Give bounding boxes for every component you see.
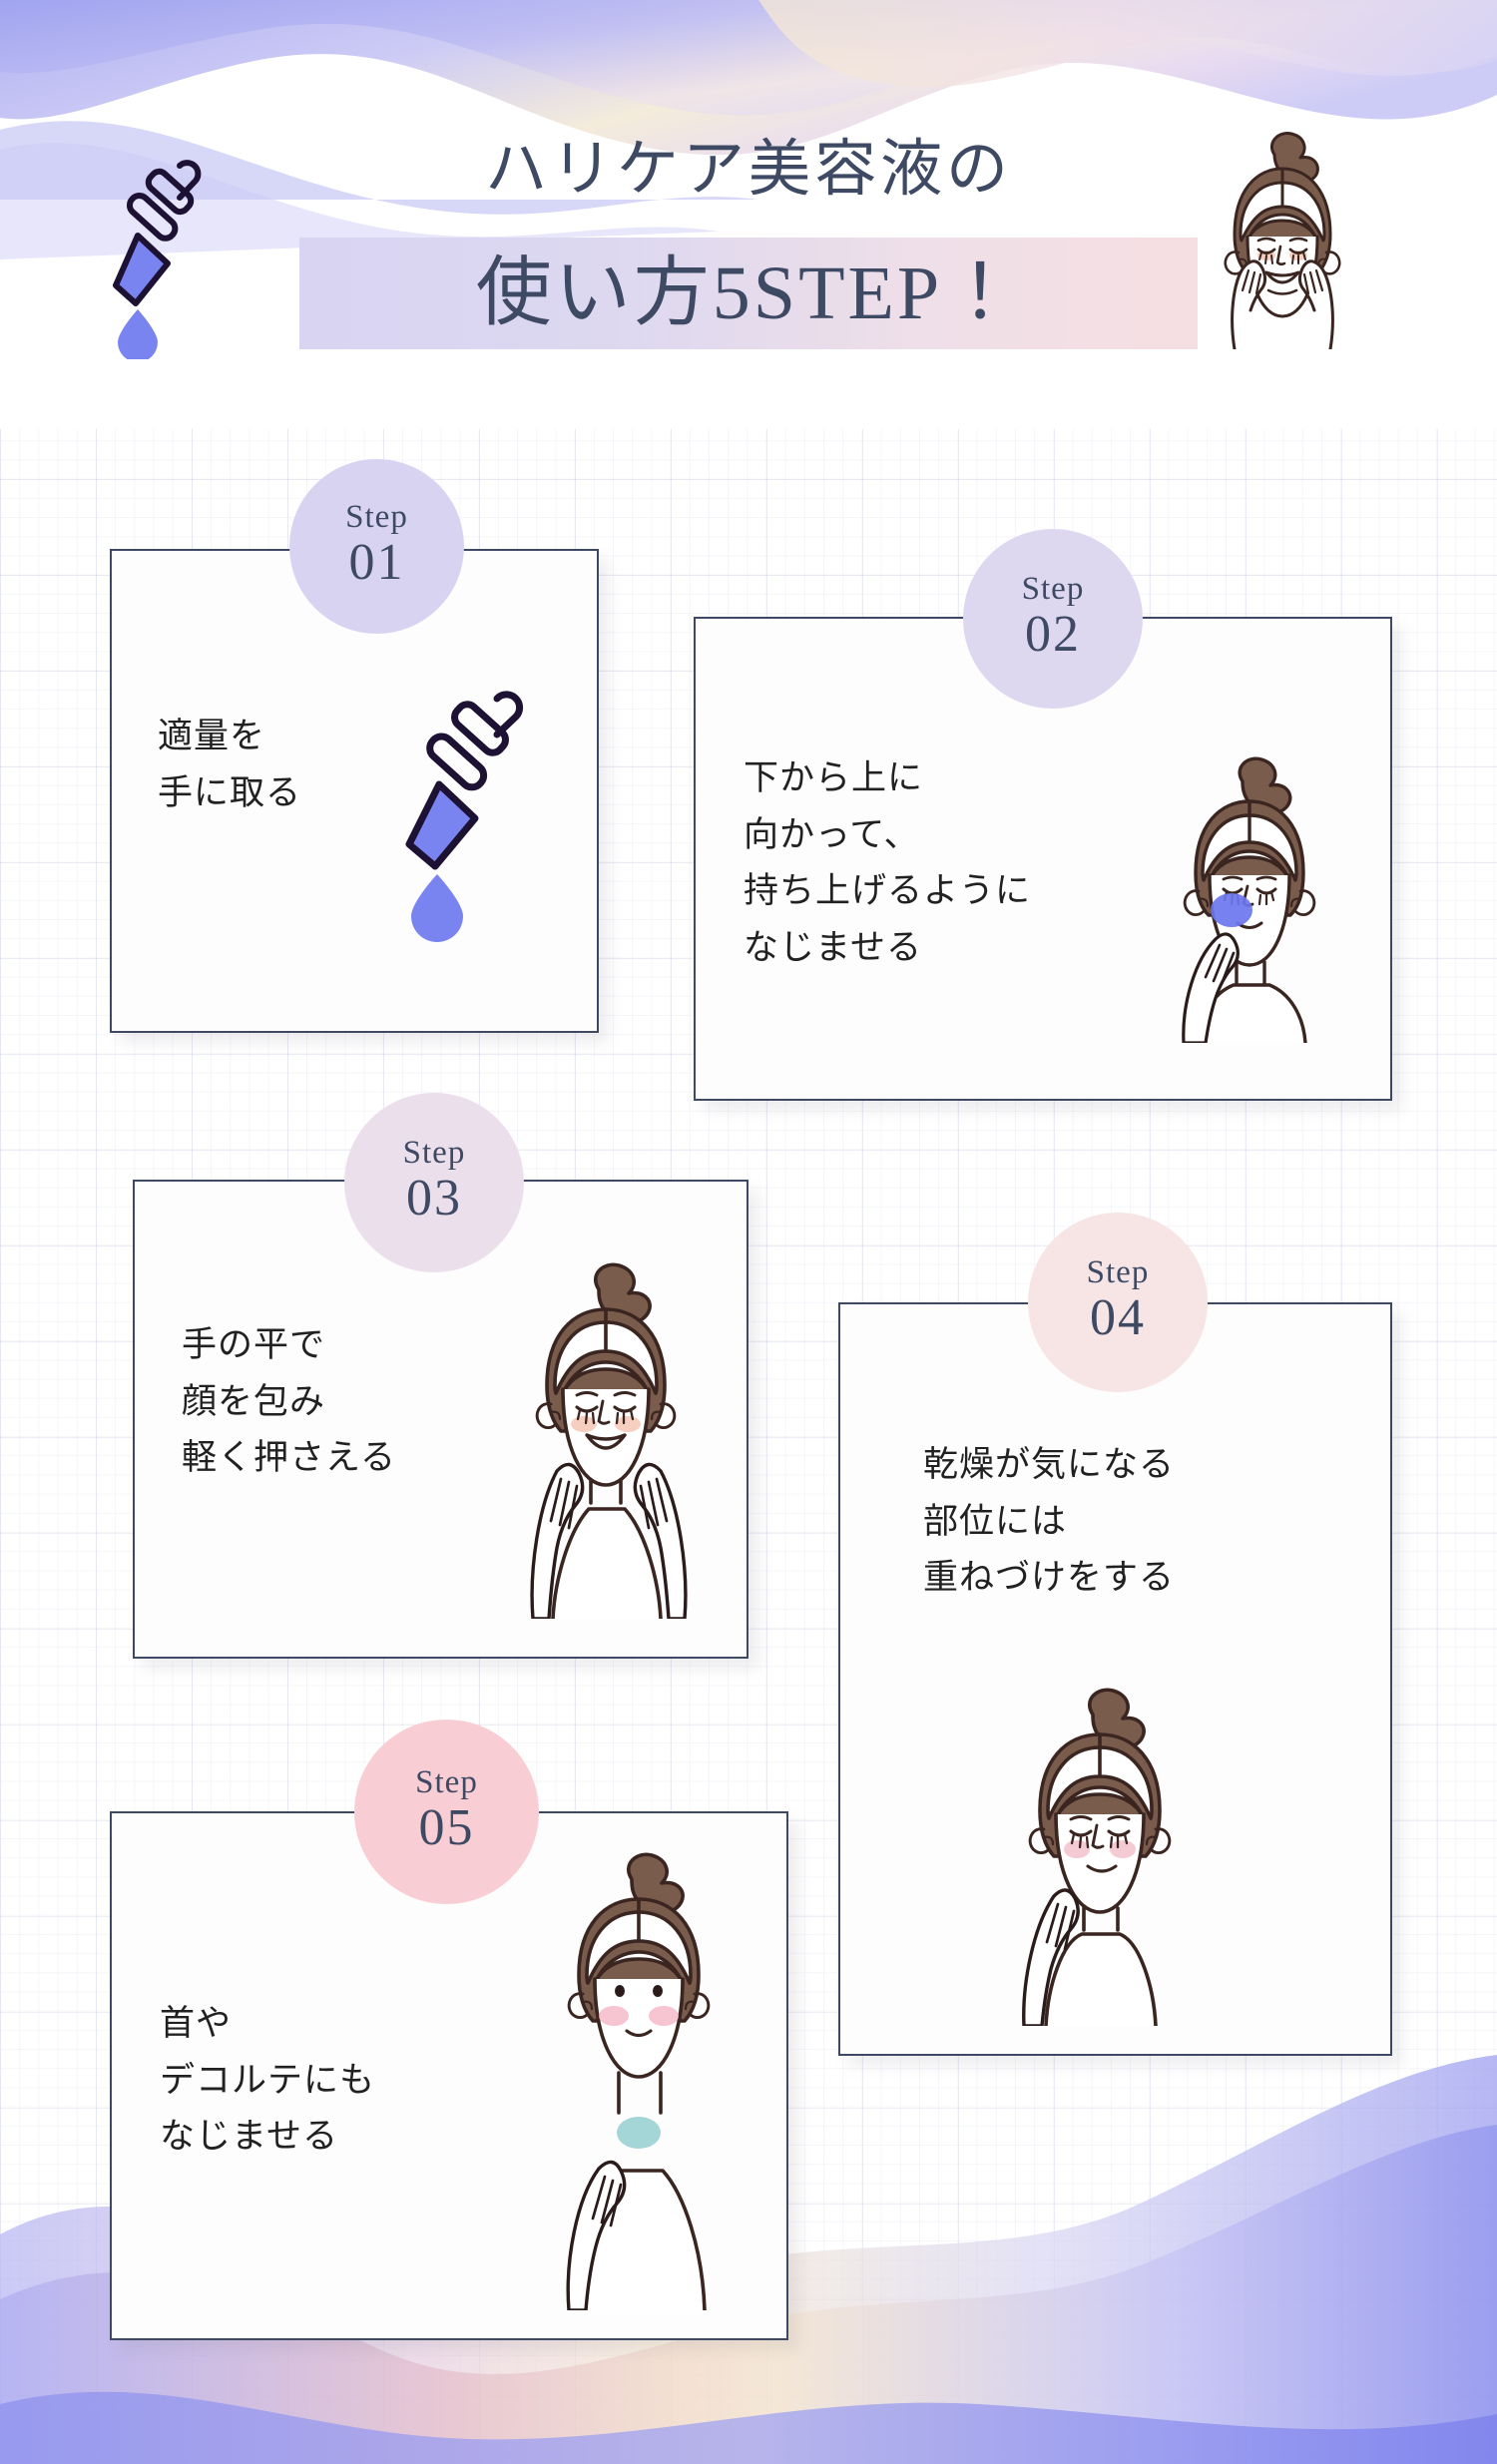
- step-03-badge-number: 03: [406, 1170, 462, 1228]
- page-header: ハリケア美容液の 使い方5STEP！: [0, 0, 1497, 429]
- step-03-text: 手の平で 顔を包み 軽く押さえる: [182, 1325, 396, 1479]
- step-01-badge: Step 01: [289, 459, 464, 634]
- step-04-badge-number: 04: [1090, 1289, 1146, 1347]
- step-05-badge-word: Step: [415, 1763, 478, 1800]
- step-02-badge-word: Step: [1021, 571, 1085, 608]
- step-02-badge-number: 02: [1025, 606, 1081, 664]
- step-02-text: 下から上に 向かって、 持ち上げるように なじませる: [744, 758, 1032, 969]
- top-wave-decoration: [0, 0, 1497, 259]
- step-05-badge: Step 05: [354, 1720, 539, 1904]
- step-01-badge-word: Step: [345, 498, 408, 535]
- step-03-badge: Step 03: [344, 1093, 524, 1272]
- page-title-line1: ハリケア美容液の: [484, 136, 1012, 204]
- face-touching-cheek-icon: [1022, 1688, 1172, 2026]
- title-banner: [299, 238, 1198, 349]
- face-applying-cheek-icon: [1182, 756, 1316, 1043]
- step-01-text: 適量を 手に取る: [158, 717, 302, 813]
- step-05-text: 首や デコルテにも なじませる: [160, 2004, 376, 2158]
- face-hands-cupping-icon: [530, 1262, 688, 1619]
- step-05-badge-number: 05: [418, 1798, 475, 1856]
- dropper-icon: [113, 160, 202, 359]
- face-neck-decollete-icon: [566, 1852, 711, 2310]
- face-hands-cheeks-icon: [1224, 132, 1341, 349]
- step-04-card[interactable]: [838, 1302, 1392, 2056]
- step-02-badge: Step 02: [963, 529, 1143, 709]
- dropper-drop-icon: [405, 691, 524, 942]
- step-04-badge-word: Step: [1086, 1254, 1150, 1291]
- step-03-badge-word: Step: [402, 1135, 466, 1172]
- page-title-line2: 使い方5STEP！: [475, 251, 1022, 335]
- step-04-text: 乾燥が気になる 部位には 重ねづけをする: [923, 1445, 1176, 1599]
- step-01-badge-number: 01: [348, 533, 405, 591]
- step-04-badge: Step 04: [1028, 1213, 1208, 1392]
